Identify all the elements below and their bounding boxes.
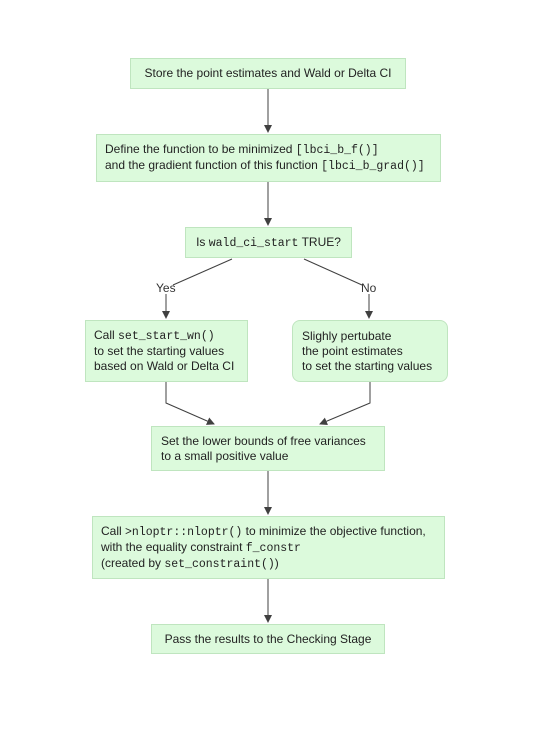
- edge-decision-to-yes-label: [172, 258, 233, 286]
- node-no-line-1: Slighly pertubate: [302, 328, 392, 343]
- node-nloptr-line-3-suffix: ): [274, 555, 279, 570]
- node-bounds-line-2: to a small positive value: [161, 448, 289, 463]
- node-define-line-1-text: Define the function to be minimized: [105, 142, 296, 156]
- node-perturb-estimates: Slighly pertubate the point estimates to…: [292, 320, 448, 382]
- code-set-constraint: set_constraint(): [164, 557, 275, 571]
- node-call-nloptr: Call >nloptr::nloptr() to minimize the o…: [92, 516, 445, 579]
- node-pass-text: Pass the results to the Checking Stage: [164, 631, 372, 646]
- code-lbci-b-grad: [lbci_b_grad()]: [321, 160, 425, 173]
- node-decision-text: Is wald_ci_start TRUE?: [196, 235, 341, 251]
- node-bounds-line-1: Set the lower bounds of free variances: [161, 433, 366, 448]
- node-set-lower-bounds: Set the lower bounds of free variances t…: [151, 426, 385, 471]
- edge-label-yes: Yes: [156, 281, 176, 295]
- node-nloptr-line-3-prefix: (created by: [101, 555, 165, 570]
- node-store-estimates-text: Store the point estimates and Wald or De…: [144, 66, 392, 80]
- node-decision-wald-ci-start: Is wald_ci_start TRUE?: [185, 227, 352, 258]
- node-nloptr-line-1-suffix: to minimize the objective function,: [242, 523, 426, 538]
- node-define-line-2: and the gradient function of this functi…: [105, 158, 425, 174]
- node-decision-prefix: Is: [196, 234, 209, 249]
- node-yes-line-1-text: Call: [94, 328, 119, 342]
- edge-label-no: No: [361, 281, 377, 295]
- node-pass-results: Pass the results to the Checking Stage: [151, 624, 385, 654]
- node-define-line-2-text: and the gradient function of this functi…: [105, 158, 322, 172]
- node-decision-suffix: TRUE?: [298, 234, 341, 249]
- code-lbci-b-f: [lbci_b_f()]: [295, 144, 379, 157]
- node-yes-line-3: based on Wald or Delta CI: [94, 359, 235, 373]
- node-nloptr-line-3: (created by set_constraint()): [101, 556, 426, 572]
- node-no-line-2: the point estimates: [302, 343, 403, 358]
- node-define-line-1: Define the function to be minimized [lbc…: [105, 142, 425, 158]
- edge-no-box-to-bounds: [319, 382, 371, 425]
- node-nloptr-line-1-prefix: Call: [101, 523, 126, 538]
- node-nloptr-line-2: with the equality constraint f_constr: [101, 540, 426, 556]
- node-nloptr-line-2-prefix: with the equality constraint: [101, 539, 246, 554]
- node-yes-line-1: Call set_start_wn(): [94, 328, 234, 344]
- node-store-estimates: Store the point estimates and Wald or De…: [130, 58, 406, 89]
- code-wald-ci-start: wald_ci_start: [208, 236, 299, 250]
- node-yes-line-2: to set the starting values: [94, 344, 225, 358]
- code-nloptr: >nloptr::nloptr(): [125, 525, 243, 539]
- node-define-function: Define the function to be minimized [lbc…: [96, 134, 441, 182]
- node-no-line-3: to set the starting values: [302, 358, 433, 373]
- code-set-start-wn: set_start_wn(): [118, 330, 215, 343]
- node-nloptr-line-1: Call >nloptr::nloptr() to minimize the o…: [101, 524, 426, 540]
- edge-yes-box-to-bounds: [165, 382, 215, 425]
- node-call-set-start-wn: Call set_start_wn() to set the starting …: [85, 320, 248, 382]
- code-f-constr: f_constr: [245, 541, 301, 555]
- edge-decision-to-no-label: [303, 258, 363, 286]
